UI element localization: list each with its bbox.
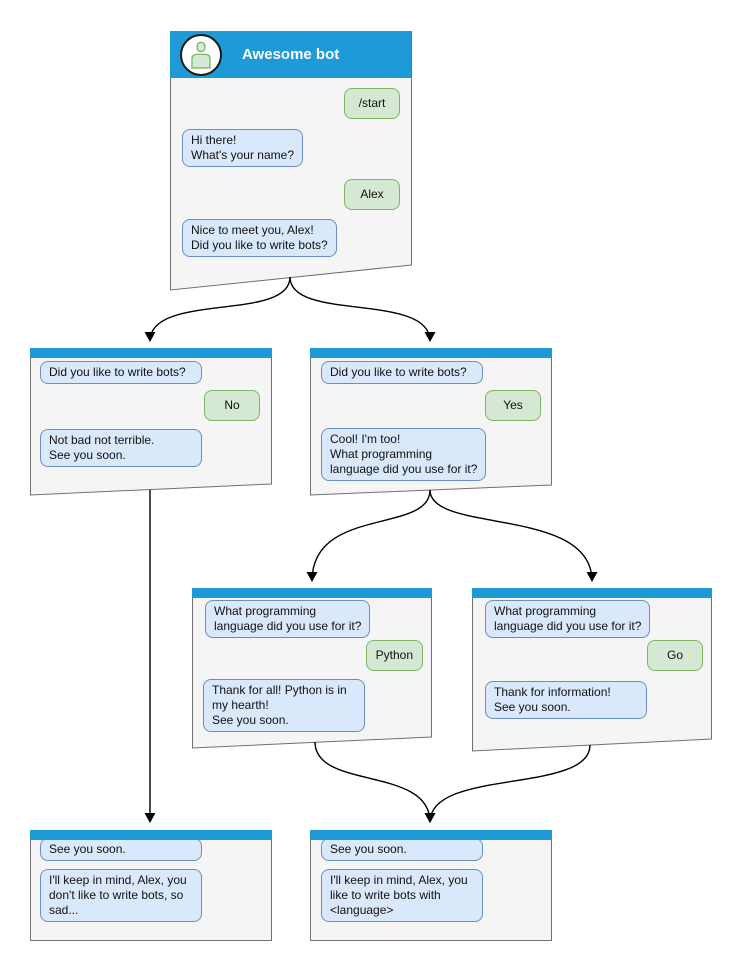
connector-python-to-end-yes: [314, 741, 436, 823]
bot-message-bubble: Hi there! What's your name?: [182, 129, 304, 167]
chat-window-root: Awesome bot /start Hi there! What's your…: [170, 31, 411, 290]
connector-yes-to-go: [429, 489, 598, 582]
bot-message-bubble: I'll keep in mind, Alex, you like to wri…: [321, 869, 483, 922]
window-title-bar: [310, 348, 552, 358]
user-message-bubble: Go: [647, 640, 703, 671]
bot-message-bubble: Did you like to write bots?: [321, 361, 483, 384]
bot-message-bubble: Thank for information! See you soon.: [485, 681, 647, 719]
user-message-bubble: Alex: [344, 179, 400, 210]
user-message-bubble: /start: [344, 88, 400, 119]
bot-message-bubble: Nice to meet you, Alex! Did you like to …: [182, 219, 337, 257]
window-title-bar: [30, 348, 272, 358]
window-title-bar: [192, 588, 432, 598]
chat-window-branch-python: What programming language did you use fo…: [192, 588, 432, 748]
connector-go-to-end-yes: [424, 744, 591, 823]
connector-root-to-no: [144, 276, 291, 342]
bot-message-bubble: Thank for all! Python is in my hearth! S…: [203, 679, 365, 732]
connector-root-to-yes: [289, 276, 436, 342]
chat-window-branch-yes: Did you like to write bots? Yes Cool! I'…: [310, 348, 552, 495]
chat-window-header: Awesome bot: [170, 31, 411, 78]
window-title-bar: [310, 830, 552, 840]
chat-window-branch-no: Did you like to write bots? No Not bad n…: [30, 348, 272, 495]
bot-message-bubble: Cool! I'm too! What programming language…: [321, 428, 487, 481]
bot-avatar: [180, 33, 222, 76]
bot-message-bubble: See you soon.: [40, 838, 202, 861]
bot-message-bubble: What programming language did you use fo…: [205, 600, 371, 638]
user-message-bubble: Python: [365, 640, 423, 671]
window-title-bar: [472, 588, 712, 598]
person-icon: [191, 41, 211, 69]
connector-yes-to-python: [306, 489, 431, 582]
chat-window-end-yes: See you soon. I'll keep in mind, Alex, y…: [310, 830, 552, 941]
window-title-bar: [30, 830, 272, 840]
user-message-bubble: Yes: [485, 390, 541, 421]
bot-message-bubble: I'll keep in mind, Alex, you don't like …: [40, 869, 202, 922]
bot-message-bubble: See you soon.: [321, 838, 483, 861]
bot-message-bubble: Did you like to write bots?: [40, 361, 202, 384]
chat-window-title: Awesome bot: [242, 46, 340, 63]
chat-window-branch-go: What programming language did you use fo…: [472, 588, 712, 751]
chat-window-end-no: See you soon. I'll keep in mind, Alex, y…: [30, 830, 272, 941]
bot-message-bubble: Not bad not terrible. See you soon.: [40, 429, 202, 467]
bot-message-bubble: What programming language did you use fo…: [485, 600, 651, 638]
user-message-bubble: No: [204, 390, 260, 421]
